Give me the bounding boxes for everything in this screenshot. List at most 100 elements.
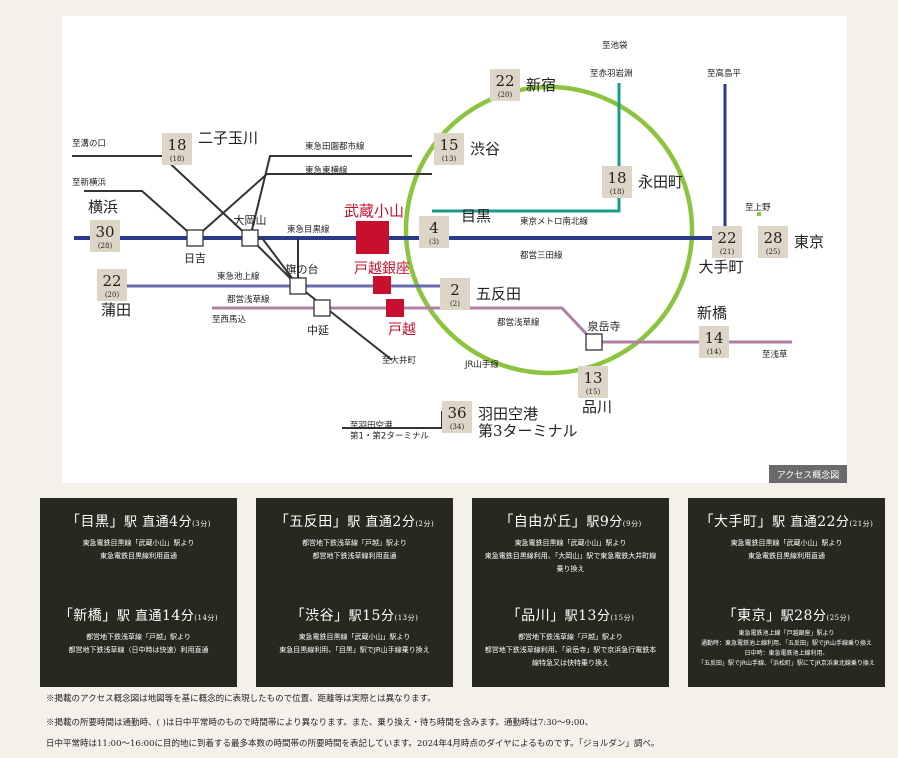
station-offpeak-shinjuku: (20) [498, 91, 513, 99]
line-label-1: 東急東横線 [305, 165, 348, 176]
access-card-description: 都営地下鉄浅草線「戸越」駅より都営地下鉄浅草線利用直通 [256, 537, 453, 563]
station-name-shimbashi: 新橋 [697, 304, 727, 322]
access-card-description: 東急電鉄池上線「戸越銀座」駅より通勤時：東急電鉄池上線利用、「五反田」駅でJR山… [688, 629, 885, 669]
small-station-260 [313, 299, 331, 317]
access-card-line: 都営地下鉄浅草線（日中時は快速）利用直通 [68, 646, 209, 654]
access-card-line: 東急電鉄目黒線利用直通 [100, 552, 177, 560]
station-offpeak-yokohama: (28) [98, 242, 113, 250]
small-station-188 [241, 229, 259, 247]
note-line-2: ※掲載の所要時間は通勤時、( )は日中平常時のもので時間帯により異なります。また… [46, 718, 594, 728]
access-card-line: 東急目黒線利用、「目黒」駅でJR山手線乗り換え [279, 646, 430, 654]
small-station-532 [585, 333, 603, 351]
access-card-line: 都営地下鉄浅草線「戸越」駅より [518, 633, 623, 641]
card-time: 4 [169, 514, 179, 530]
route-diagram: 武蔵小山戸越銀座戸越日吉大岡山旗の台中延泉岳寺22(20)新宿15(13)渋谷1… [72, 40, 847, 483]
direction-label-0: 至池袋 [602, 40, 628, 51]
access-card: 「自由が丘」駅9分(9分)東急電鉄目黒線「武蔵小山」駅より東急電鉄目黒線利用、「… [472, 498, 669, 593]
card-offpeak: (25分) [826, 614, 851, 622]
station-minutes-otemachi: 22 [717, 229, 736, 247]
access-card-description: 東急電鉄目黒線「武蔵小山」駅より東急電鉄目黒線利用直通 [40, 537, 237, 563]
card-station-name: 「五反田」 [274, 514, 348, 530]
access-card-line: 都営地下鉄浅草線利用、「泉岳寺」駅で京浜急行電鉄本 [484, 646, 657, 654]
home-label-togoshi: 戸越 [388, 322, 416, 338]
access-card-line: 「五反田」駅でJR山手線、「浜松町」駅にてJR京浜東北線乗り換え [698, 660, 875, 667]
card-offpeak: (3分) [192, 520, 211, 528]
access-card: 「大手町」駅 直通22分(21分)東急電鉄目黒線「武蔵小山」駅より東急電鉄目黒線… [688, 498, 885, 593]
denentoshi-line [249, 155, 412, 239]
small-station-236 [289, 277, 307, 295]
access-card-line: 東急電鉄目黒線利用、「大岡山」駅で東急電鉄大井町線 [484, 552, 657, 560]
note-line-3: 日中平常時は11:00〜16:00に目的地に到着する最多本数の時間帯の所要時間を… [46, 739, 660, 749]
access-card-line: 東急電鉄目黒線利用直通 [748, 552, 825, 560]
small-station-label: 中延 [307, 324, 329, 337]
card-unit: 分 [380, 609, 395, 624]
small-station-label: 大岡山 [234, 213, 267, 227]
access-card-line: 線特急又は快特乗り換え [532, 659, 609, 667]
card-suffix: 駅 [586, 515, 600, 530]
station-minutes-shinjuku: 22 [495, 72, 514, 90]
card-time: 13 [578, 608, 597, 624]
access-card: 「品川」駅13分(15分)都営地下鉄浅草線「戸越」駅より都営地下鉄浅草線利用、「… [472, 592, 669, 687]
card-station-name: 「目黒」 [66, 514, 124, 530]
card-offpeak: (9分) [622, 520, 642, 528]
station-box-tokyo [758, 226, 788, 258]
station-minutes-shimbashi: 14 [704, 329, 723, 347]
station-minutes-yokohama: 30 [95, 223, 114, 241]
station-name-gotanda: 五反田 [476, 285, 521, 303]
access-card-line: 日中時：東急電鉄池上線利用、 [744, 650, 829, 657]
oimachi-line [325, 307, 393, 361]
access-card: 「新橋」駅 直通14分(14分)都営地下鉄浅草線「戸越」駅より都営地下鉄浅草線（… [40, 592, 237, 687]
access-card-description: 都営地下鉄浅草線「戸越」駅より都営地下鉄浅草線（日中時は快速）利用直通 [40, 631, 237, 657]
card-unit: 分 [596, 609, 611, 624]
card-offpeak: (2分) [415, 520, 435, 528]
card-suffix: 駅 [780, 609, 795, 624]
card-unit: 分 [836, 515, 850, 530]
line-label-4: 都営三田線 [520, 250, 563, 261]
card-unit: 分 [401, 515, 416, 530]
station-name-futako: 二子玉川 [198, 129, 258, 147]
access-card-description: 東急電鉄目黒線「武蔵小山」駅より東急電鉄目黒線利用直通 [688, 537, 885, 563]
line-label-8: JR山手線 [464, 359, 499, 370]
access-card-line: 東急電鉄池上線「戸越銀座」駅より [738, 630, 835, 637]
access-card: 「渋谷」駅15分(13分)東急電鉄目黒線「武蔵小山」駅より東急目黒線利用、「目黒… [256, 592, 453, 687]
station-minutes-haneda: 36 [447, 404, 466, 422]
direction-label-9: 第1・第2ターミナル [350, 431, 429, 442]
access-card: 「五反田」駅 直通2分(2分)都営地下鉄浅草線「戸越」駅より都営地下鉄浅草線利用… [256, 498, 453, 593]
access-card-line: 通勤時：東急電鉄池上線利用、「五反田」駅でJR山手線乗り換え [701, 640, 872, 647]
station-name-tokyo: 東京 [794, 233, 824, 251]
home-station-togoshi [386, 299, 404, 317]
note-line-1: ※掲載のアクセス概念図は地図等を基に概念的に表現したもので位置、距離等は実際とは… [46, 694, 436, 704]
home-station-togoshiginza [373, 276, 391, 294]
map-caption: アクセス概念図 [777, 469, 840, 481]
small-station-label: 泉岳寺 [588, 319, 621, 333]
station-box-meguro [419, 216, 449, 248]
station-box-yokohama [90, 220, 120, 252]
card-time: 28 [794, 608, 813, 624]
station-offpeak-haneda: (34) [450, 423, 465, 431]
card-suffix: 駅 直通 [116, 609, 162, 624]
station-box-nagatacho [602, 166, 632, 198]
access-card-description: 都営地下鉄浅草線「戸越」駅より都営地下鉄浅草線利用、「泉岳寺」駅で京浜急行電鉄本… [472, 631, 669, 670]
card-unit: 分 [812, 609, 827, 624]
small-station-133 [186, 229, 204, 247]
station-offpeak-otemachi: (21) [720, 248, 735, 256]
card-offpeak: (13分) [394, 614, 419, 622]
card-station-name: 「品川」 [506, 608, 565, 624]
aux [162, 156, 195, 238]
station-name-nagatacho: 永田町 [638, 173, 683, 191]
card-station-name: 「大手町」 [699, 514, 773, 530]
station-name-yokohama: 横浜 [88, 198, 118, 216]
card-time: 2 [392, 514, 402, 530]
line-label-2: 東急目黒線 [287, 224, 330, 235]
station-name-kamata: 蒲田 [101, 301, 131, 319]
station-minutes-gotanda: 2 [450, 281, 460, 299]
line-label-7: 都営浅草線 [497, 317, 540, 328]
card-time: 22 [817, 514, 837, 530]
access-card-line: 東急電鉄目黒線「武蔵小山」駅より [514, 539, 627, 547]
line-label-5: 東急池上線 [217, 271, 260, 282]
access-card-line: 乗り換え [556, 565, 585, 573]
access-card-description: 東急電鉄目黒線「武蔵小山」駅より東急目黒線利用、「目黒」駅でJR山手線乗り換え [256, 631, 453, 657]
access-card-line: 東急電鉄目黒線「武蔵小山」駅より [298, 633, 411, 641]
access-card-heading: 「東京」駅28分(25分) [688, 605, 885, 625]
